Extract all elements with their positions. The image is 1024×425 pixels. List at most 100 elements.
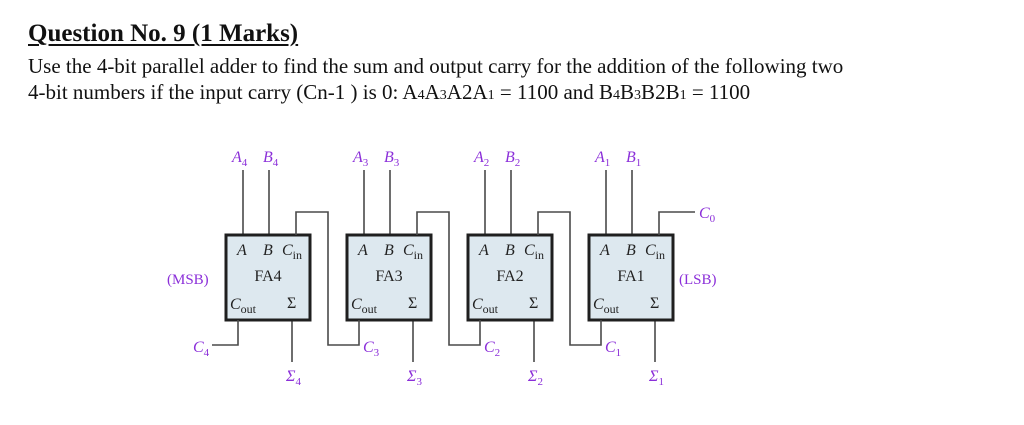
input-carry-label: C0 [699,205,716,225]
pin-b-label: B [626,242,636,259]
question-text-mid: = 1100 and B [494,80,614,104]
sum-output-label-fa4: Σ4 [285,368,302,388]
adder-name-fa4: FA4 [254,268,281,285]
sum-output-label-fa4-main: Σ [285,368,296,385]
pin-cout-label-main: C [351,296,362,313]
input-a-label-fa1: A1 [594,149,610,169]
pin-sum-label: Σ [287,295,296,312]
sum-output-label-fa3: Σ3 [406,368,423,388]
sum-output-label-fa2: Σ2 [527,368,543,388]
letter-a3: A [424,80,440,104]
letter-b3: B [620,80,635,104]
input-b-label-fa1: B1 [626,149,641,169]
input-carry-label-main: C [699,205,710,222]
letter-a1: A [472,80,488,104]
lsb-label: (LSB) [679,272,717,288]
pin-cin-label-sub: in [656,248,665,262]
pin-cin-label: Cin [524,242,544,262]
msb-label: (MSB) [167,272,209,288]
input-a-label-fa2-main: A [473,149,484,166]
pin-b-label: B [263,242,273,259]
pin-b-label: B [505,242,515,259]
carry-label-fa2-main: C [484,339,495,356]
pin-a-label: A [357,242,368,259]
input-b-label-fa2-sub: 2 [515,157,521,169]
carry-label-fa1-main: C [605,339,616,356]
pin-sum-label: Σ [529,295,538,312]
input-a-label-fa2-sub: 2 [484,157,490,169]
pin-a-label: A [478,242,489,259]
subscript-a4: 4 [417,88,425,103]
wire-carry-out-fa4 [212,320,239,346]
input-b-label-fa4-main: B [263,149,273,166]
pin-cin-label-sub: in [535,248,544,262]
subscript-b1: 1 [679,88,687,103]
pin-sum-label: Σ [650,295,659,312]
pin-cout-label-main: C [230,296,241,313]
question-text-suffix: = 1100 [686,80,751,104]
adder-name-fa2: FA2 [496,268,523,285]
input-a-label-fa4: A4 [231,149,248,169]
carry-label-fa3-sub: 3 [374,347,380,359]
pin-cout-label: Cout [230,296,257,316]
carry-label-fa4: C4 [193,339,210,359]
input-b-label-fa1-sub: 1 [636,157,642,169]
wire-carry-fa1-to-prev [537,211,602,346]
question-text-line-2: 4-bit numbers if the input carry (Cn-1 )… [28,79,750,109]
pin-cout-label: Cout [472,296,499,316]
sum-output-label-fa4-sub: 4 [296,376,302,388]
input-b-label-fa4-sub: 4 [273,157,279,169]
letter-b2: B [641,80,656,104]
carry-label-fa1-sub: 1 [616,347,622,359]
sum-output-label-fa2-main: Σ [527,368,538,385]
subscript-a3: 3 [439,88,447,103]
pin-a-label: A [599,242,610,259]
input-a-label-fa3: A3 [352,149,369,169]
box-fa2 [466,233,554,322]
carry-label-fa4-main: C [193,339,204,356]
pin-cin-label-main: C [282,242,293,259]
input-b-label-fa3-sub: 3 [394,157,400,169]
carry-label-fa4-sub: 4 [204,347,210,359]
pin-cin-label-sub: in [414,248,423,262]
subscript-b3: 3 [634,88,642,103]
pin-b-label: B [384,242,394,259]
question-text-line-1: Use the 4-bit parallel adder to find the… [28,54,844,78]
carry-label-fa3: C3 [363,339,380,359]
sum-output-label-fa3-sub: 3 [417,376,423,388]
box-fa1 [587,233,675,322]
adder-name-fa1: FA1 [617,268,644,285]
pin-cin-label: Cin [403,242,423,262]
pin-cout-label-sub: out [241,302,257,316]
pin-sum-label: Σ [408,295,417,312]
sum-output-label-fa3-main: Σ [406,368,417,385]
input-b-label-fa4: B4 [263,149,279,169]
pin-cout-label-main: C [472,296,483,313]
pin-cout-label-main: C [593,296,604,313]
carry-label-fa3-main: C [363,339,374,356]
input-b-label-fa3-main: B [384,149,394,166]
pin-cout-label: Cout [351,296,378,316]
pin-cin-label-sub: in [293,248,302,262]
digit-a2: 2 [461,80,473,104]
subscript-b4: 4 [613,88,621,103]
input-a-label-fa3-sub: 3 [363,157,369,169]
input-a-label-fa2: A2 [473,149,489,169]
box-fa3 [345,233,433,322]
letter-b1: B [665,80,680,104]
input-b-label-fa2: B2 [505,149,520,169]
sum-output-label-fa1: Σ1 [648,368,664,388]
input-a-label-fa4-main: A [231,149,242,166]
question-text-prefix: 4-bit numbers if the input carry (Cn-1 )… [28,80,418,104]
input-a-label-fa1-main: A [594,149,605,166]
sum-output-label-fa1-main: Σ [648,368,659,385]
pin-cin-label: Cin [282,242,302,262]
sum-output-label-fa2-sub: 2 [538,376,544,388]
carry-label-fa1: C1 [605,339,621,359]
wire-carry-fa2-to-prev [416,211,481,346]
